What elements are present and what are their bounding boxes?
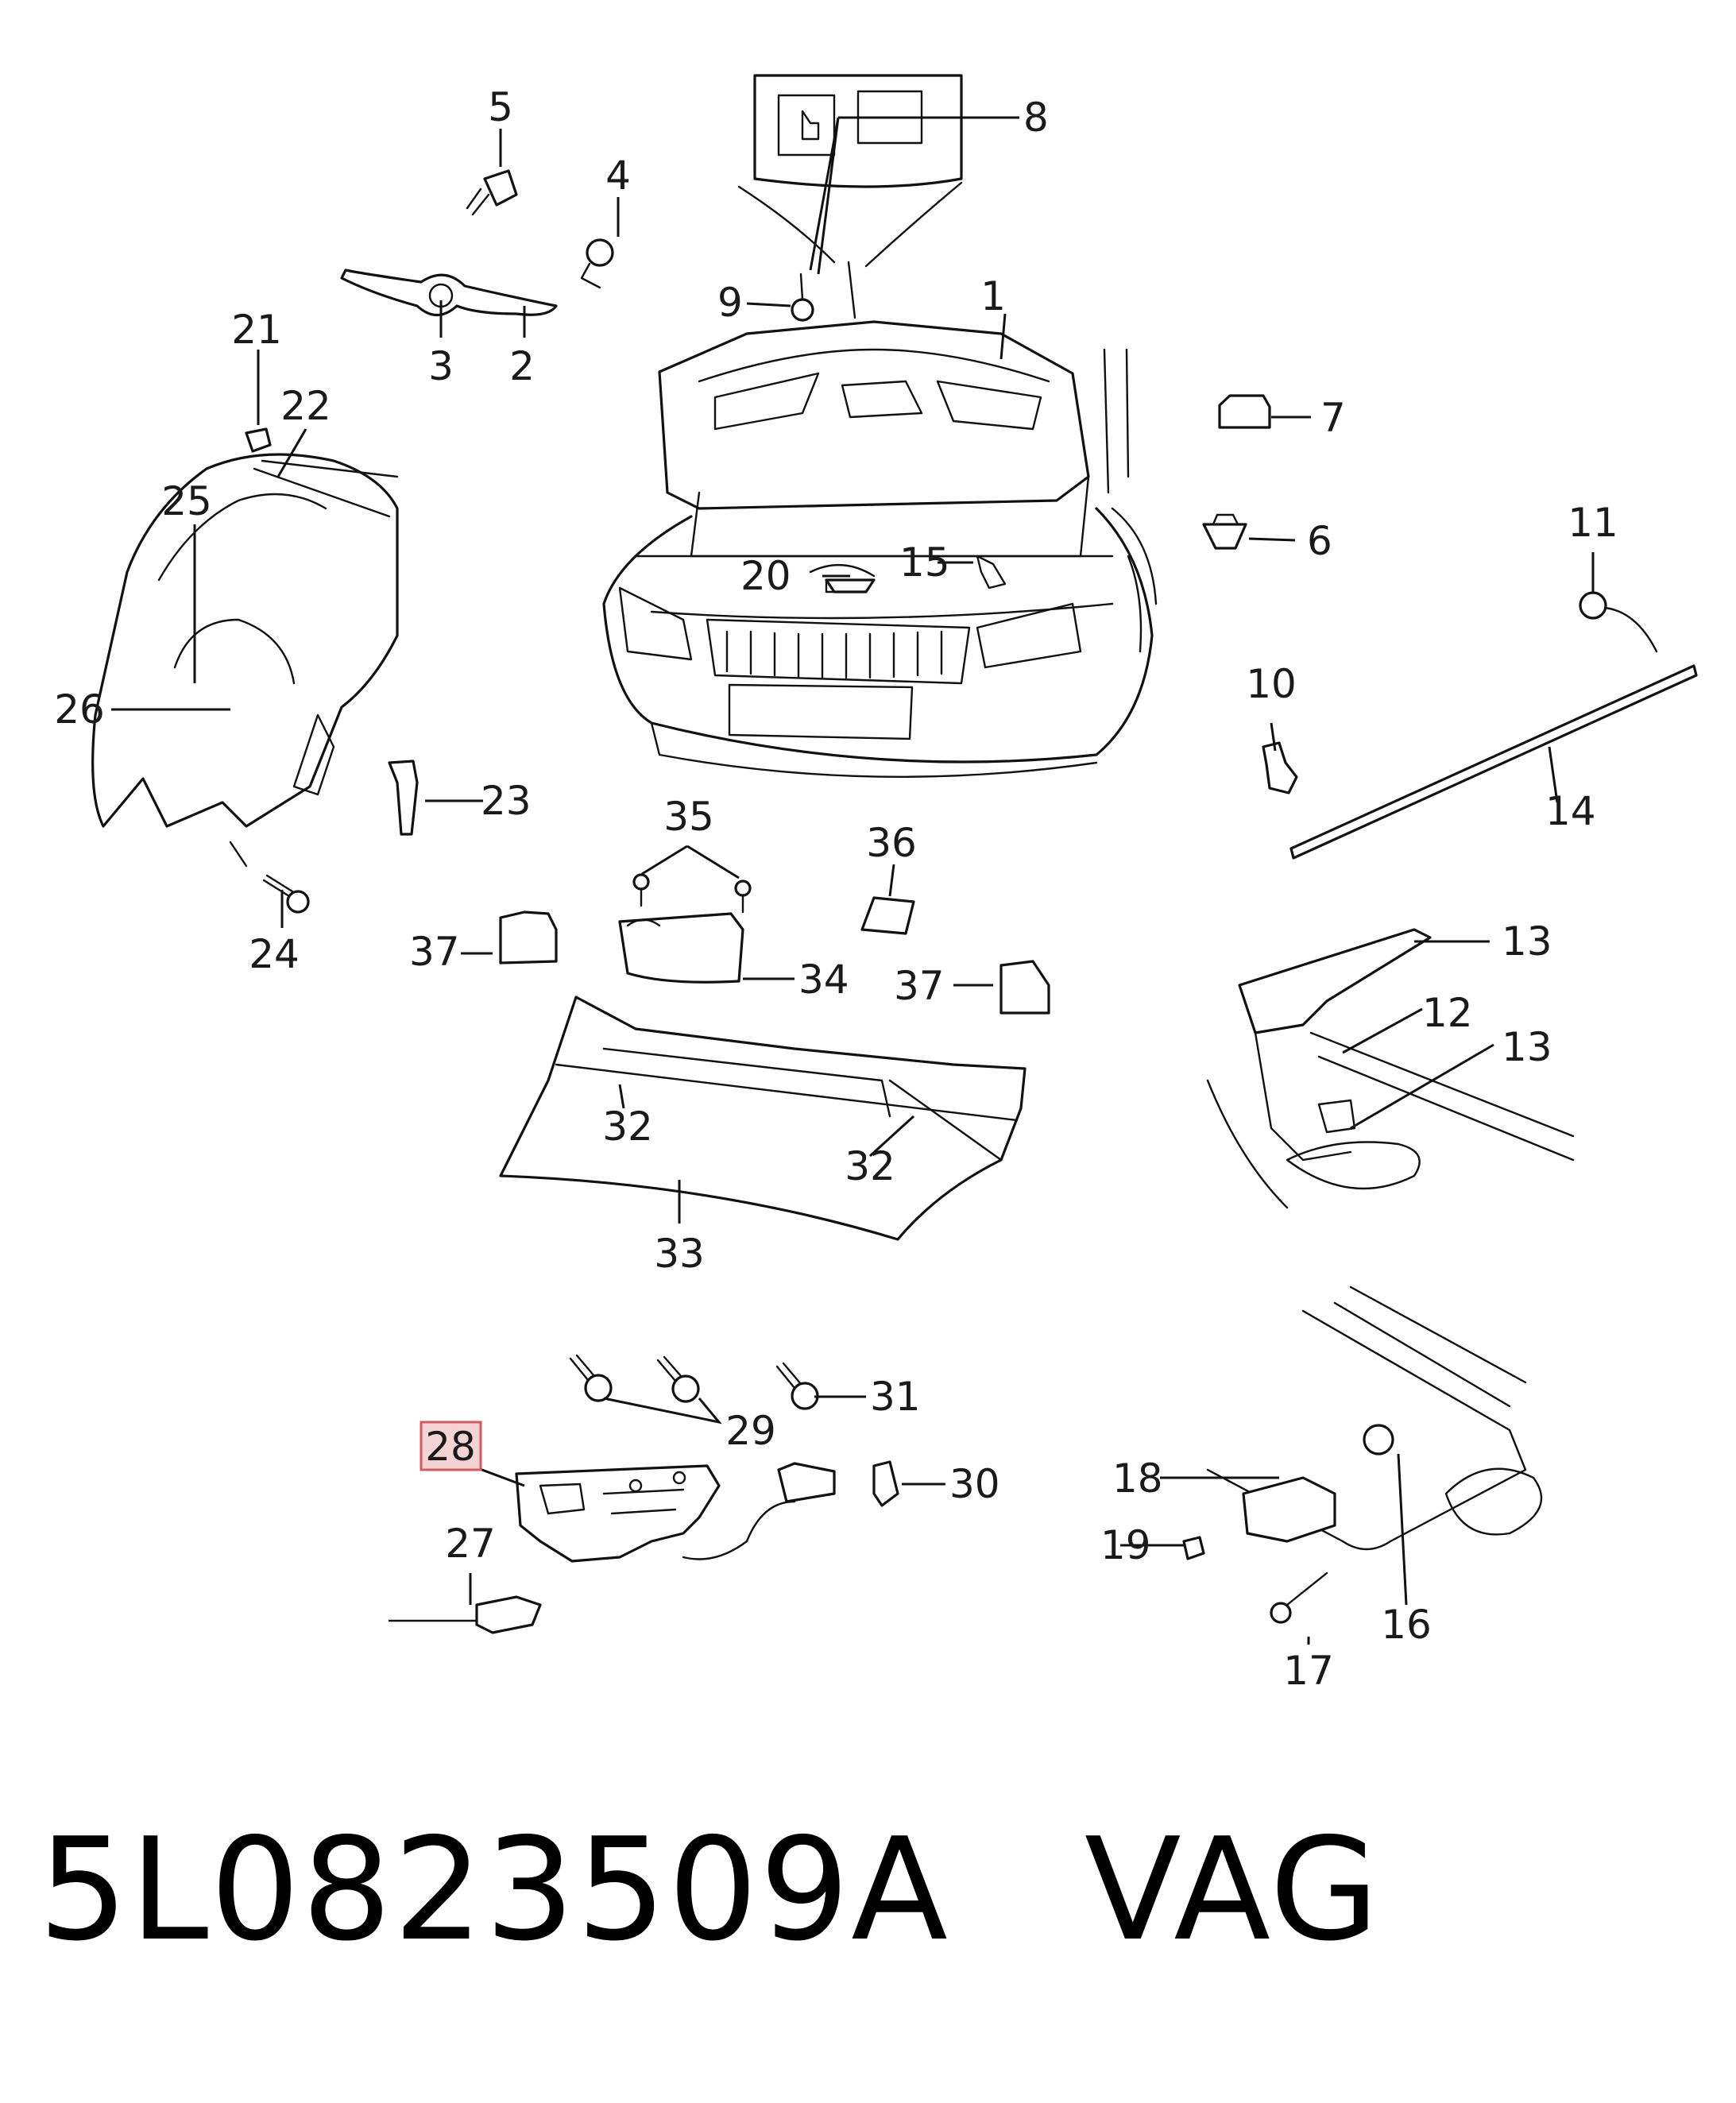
callout-37a: 37	[409, 929, 460, 975]
callout-10: 10	[1246, 661, 1297, 707]
callout-33: 33	[654, 1231, 705, 1277]
part-36-drawing	[860, 896, 915, 935]
part-6-drawing	[1202, 513, 1247, 550]
callout-5: 5	[488, 84, 513, 130]
part-21-drawing	[245, 427, 272, 453]
lower-right-drawing	[1182, 1285, 1543, 1624]
callout-34: 34	[798, 957, 849, 1003]
car-front-drawing	[602, 320, 1158, 778]
callout-12: 12	[1422, 990, 1473, 1036]
part-number: 5L0823509A	[38, 1807, 949, 1972]
callout-15: 15	[899, 539, 950, 586]
callout-27: 27	[445, 1521, 496, 1567]
right-inset-drawing	[1206, 928, 1575, 1209]
callout-29: 29	[725, 1408, 776, 1454]
callout-1: 1	[980, 273, 1006, 319]
part-9-drawing	[791, 273, 814, 322]
callout-4: 4	[605, 153, 631, 199]
callout-32a: 32	[602, 1104, 653, 1150]
part-27-drawing	[388, 1595, 542, 1634]
callout-8: 8	[1023, 95, 1049, 141]
callout-14: 14	[1545, 788, 1596, 834]
callout-32b: 32	[845, 1143, 895, 1189]
parts-diagram: 1 2 3 4 5 6 7 8 9 10 11 12 13 13 14 15 1…	[54, 74, 1698, 1694]
callout-9: 9	[717, 280, 743, 326]
callout-21: 21	[231, 307, 282, 353]
part-10-drawing	[1262, 741, 1298, 794]
part-28-drawing	[515, 1464, 721, 1563]
callout-17: 17	[1283, 1648, 1334, 1694]
callout-2: 2	[509, 343, 535, 389]
callout-20: 20	[740, 553, 791, 599]
part-30-drawing	[682, 1460, 899, 1560]
callout-26: 26	[54, 686, 105, 733]
callout-13b: 13	[1502, 1024, 1552, 1070]
part-5-drawing	[466, 169, 518, 216]
callout-28: 28	[425, 1424, 476, 1470]
callout-35: 35	[663, 794, 714, 840]
hood-detail-drawing	[737, 74, 963, 319]
part-37-right-drawing	[999, 960, 1050, 1015]
footer: 5L0823509A VAG	[38, 1819, 1381, 1961]
callout-31: 31	[870, 1374, 921, 1420]
callout-13a: 13	[1502, 918, 1552, 965]
callout-28-highlight: 28	[420, 1421, 482, 1471]
callout-37b: 37	[894, 963, 945, 1009]
brand-name: VAG	[1084, 1807, 1381, 1972]
callout-24: 24	[249, 931, 300, 977]
callout-7: 7	[1320, 395, 1346, 441]
part-33-drawing	[499, 995, 1027, 1241]
part-7-drawing	[1218, 394, 1271, 429]
callout-19: 19	[1100, 1522, 1151, 1568]
callout-25: 25	[161, 478, 212, 524]
callout-30: 30	[949, 1461, 1000, 1507]
callout-36: 36	[866, 820, 917, 866]
part-37-left-drawing	[499, 910, 558, 965]
part-23-drawing	[388, 760, 419, 836]
part-20-drawing	[825, 578, 876, 593]
callouts: 1 2 3 4 5 6 7 8 9 10 11 12 13 13 14 15 1…	[54, 84, 1618, 1694]
part-31-drawing	[569, 1354, 819, 1410]
callout-6: 6	[1307, 518, 1332, 564]
callout-23: 23	[481, 778, 532, 824]
callout-3: 3	[428, 343, 454, 389]
part-34-drawing	[618, 912, 744, 984]
part-4-drawing	[580, 238, 614, 289]
callout-16: 16	[1381, 1602, 1432, 1648]
part-24-drawing	[262, 874, 310, 914]
callout-11: 11	[1568, 500, 1618, 546]
part-35-drawing	[632, 873, 752, 914]
part-14-drawing	[1289, 591, 1698, 860]
leader-lines	[111, 116, 1595, 1645]
callout-18: 18	[1112, 1455, 1163, 1502]
callout-22: 22	[280, 383, 331, 429]
left-wheelhouse-drawing	[91, 453, 399, 868]
